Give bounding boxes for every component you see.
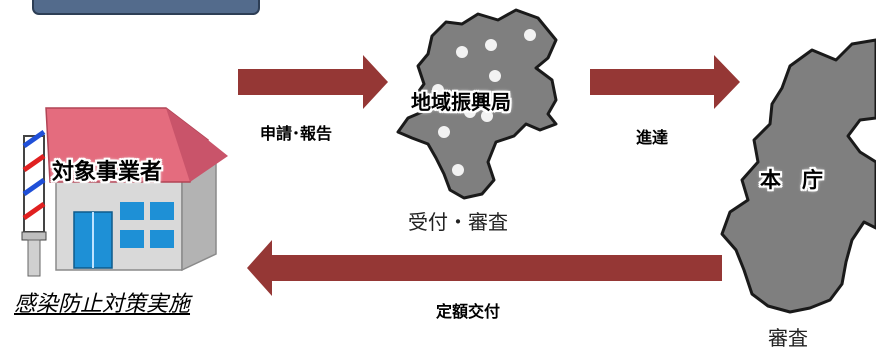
flow-forward-label: 進達 bbox=[636, 128, 669, 147]
regional-map-icon bbox=[396, 8, 558, 200]
header-box bbox=[32, 0, 260, 15]
arrow-pay bbox=[247, 240, 722, 296]
head-office-label: 本 庁 bbox=[760, 168, 823, 192]
arrow-apply bbox=[238, 55, 388, 109]
regional-office-label: 地域振興局 bbox=[411, 90, 511, 114]
arrow-forward bbox=[590, 55, 740, 109]
flow-pay-label: 定額交付 bbox=[436, 302, 501, 321]
business-action-label: 感染防止対策実施 bbox=[14, 292, 191, 317]
regional-office-role: 受付・審査 bbox=[408, 210, 508, 234]
head-office-map-icon bbox=[720, 38, 876, 314]
business-label: 対象事業者 bbox=[52, 160, 163, 185]
building-icon bbox=[21, 107, 228, 277]
flow-apply-label: 申請･報告 bbox=[260, 124, 333, 143]
head-office-role: 審査 bbox=[768, 326, 808, 350]
